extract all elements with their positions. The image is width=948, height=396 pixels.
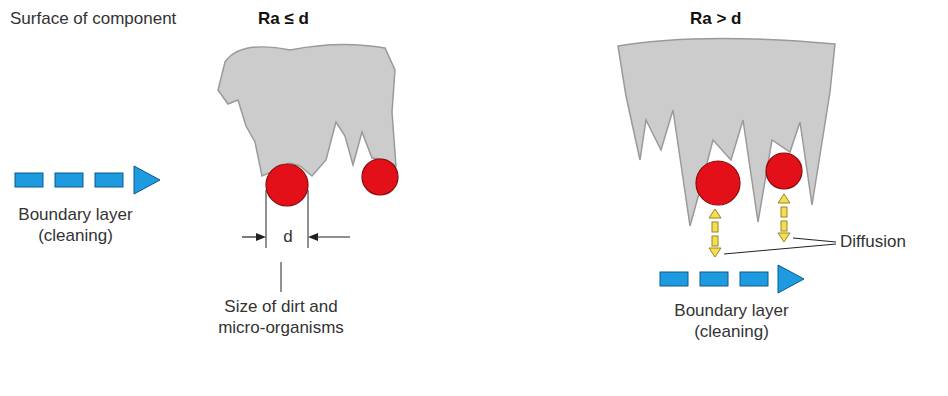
flow-label: Boundary layer (cleaning): [8, 204, 143, 246]
flow-dash: [740, 272, 768, 286]
dimension-arrow: [256, 233, 266, 241]
flow-dash: [660, 272, 688, 286]
dirt-particle: [362, 159, 398, 195]
size-note: Size of dirt and micro-organisms: [214, 296, 348, 338]
component-surface: [218, 44, 396, 176]
flow-arrowhead: [134, 166, 160, 194]
flow-label: Boundary layer (cleaning): [664, 300, 799, 342]
flow-dash: [95, 173, 123, 187]
diffusion-arrow: [709, 194, 790, 257]
extension-line: [266, 190, 267, 248]
dirt-particle: [766, 153, 802, 189]
dirt-particle: [696, 161, 740, 205]
dirt-particle: [266, 164, 308, 206]
flow-dash: [15, 173, 43, 187]
flow-dash: [55, 173, 83, 187]
leader-line: [281, 262, 282, 292]
roughness-condition: Ra > d: [690, 8, 800, 29]
dimension-arrow: [308, 233, 318, 241]
flow-dash: [700, 272, 728, 286]
leader-line: [793, 238, 836, 242]
diffusion-label: Diffusion: [840, 231, 940, 252]
flow-arrowhead: [778, 265, 804, 293]
component-caption: Surface of component: [10, 8, 250, 29]
leader-line: [724, 244, 836, 254]
dimension-label: d: [276, 226, 300, 247]
roughness-condition: Ra ≤ d: [258, 8, 368, 29]
rough-surface: [618, 38, 835, 226]
extension-line: [308, 190, 309, 248]
